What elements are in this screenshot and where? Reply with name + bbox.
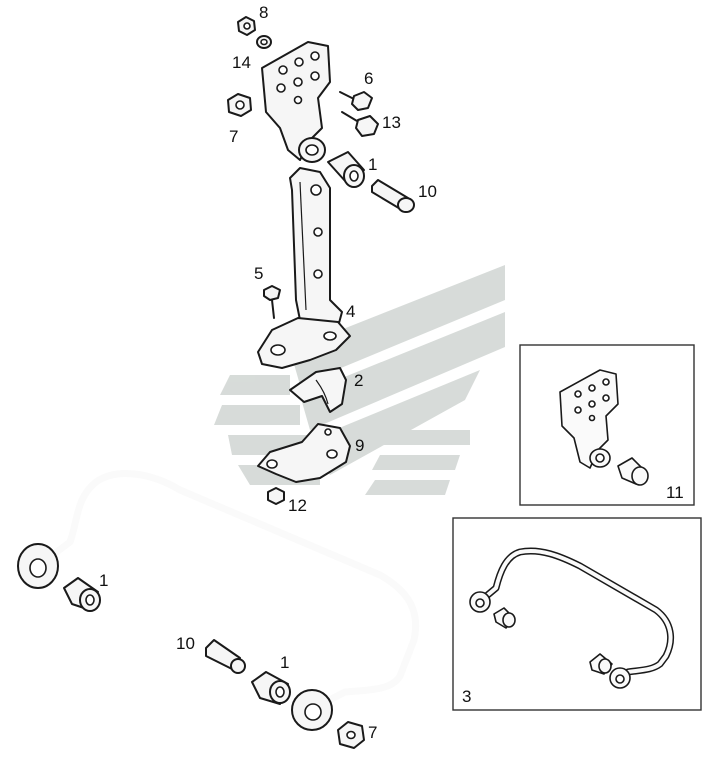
bolt-5 [263,285,281,319]
clamp-housing-4 [257,317,351,369]
bushing-1-upper [327,151,365,188]
callout-10-lower: 10 [176,634,195,653]
nut-7-lower [337,721,365,749]
bushing-1-left [63,577,101,612]
watermark-logo [214,265,505,495]
bracket-plate [261,41,331,163]
callout-10-upper: 10 [418,182,437,201]
frame-11 [519,344,695,506]
callout-3: 3 [462,687,471,706]
callout-1-upper: 1 [368,155,377,174]
callout-6: 6 [364,69,373,88]
bolt-6 [339,91,373,111]
nut-12 [267,487,285,505]
callout-2: 2 [354,371,363,390]
callout-11: 11 [666,483,684,502]
callout-14: 14 [232,53,251,72]
bolt-13 [341,111,379,137]
nut-7-top [227,93,252,117]
bush-2 [289,367,347,413]
frame-3 [452,517,702,711]
callout-1-left: 1 [99,571,108,590]
link-arm [289,167,343,341]
callout-1-lower: 1 [280,653,289,672]
washer-14 [256,35,272,49]
callout-4: 4 [346,302,355,321]
pin-10-upper [371,179,415,213]
callout-7-lower: 7 [368,723,377,742]
pin-10-lower [205,639,246,674]
callout-9: 9 [355,436,364,455]
callout-12: 12 [288,496,307,515]
stabilizer-bar [17,470,420,731]
callout-7-top: 7 [229,127,238,146]
callout-8: 8 [259,3,268,22]
callout-5: 5 [254,264,263,283]
callouts: 8 14 7 6 13 1 10 5 4 2 9 12 1 10 1 7 11 … [99,3,684,742]
callout-13: 13 [382,113,401,132]
bushing-1-lower [251,671,291,705]
clamp-9 [257,423,351,483]
nut-8 [237,16,256,36]
